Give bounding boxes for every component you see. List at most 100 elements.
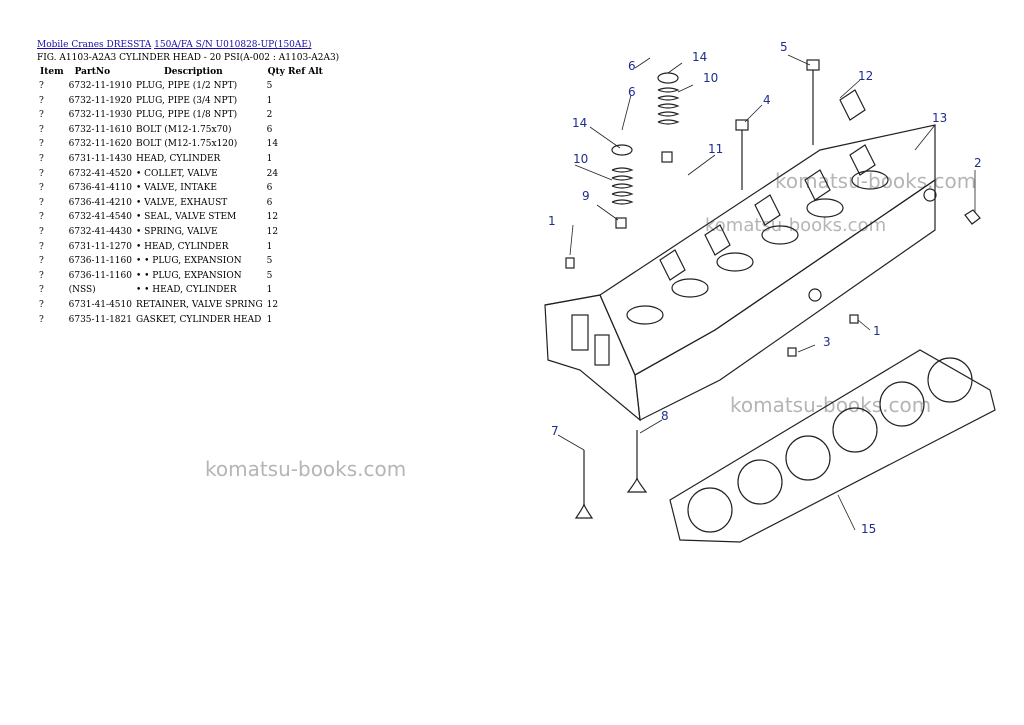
valve-spring-group	[611, 72, 680, 229]
cell-description: PLUG, PIPE (3/4 NPT)	[135, 95, 238, 106]
watermark: komatsu-books.com	[730, 393, 932, 417]
cylinder-head-diagram: 1 1 2 3 4 5 6 6 7 8 9 10 10 11 12 13 14 …	[544, 40, 996, 543]
cell-partno: 6732-11-1920	[68, 95, 132, 106]
header-item: Item	[40, 67, 64, 77]
cell-qty: 14	[266, 139, 279, 150]
callout-label: 10	[703, 71, 718, 85]
cell-qty: 6	[266, 197, 273, 208]
cell-description: HEAD, CYLINDER	[135, 153, 221, 164]
cell-description: BOLT (M12-1.75x120)	[135, 139, 238, 150]
watermark: komatsu-books.com	[705, 215, 887, 236]
leader-lines	[557, 54, 976, 531]
callout-label: 3	[823, 335, 831, 349]
cell-item: ?	[39, 95, 44, 106]
cell-partno: 6731-11-1430	[68, 153, 132, 164]
cell-qty: 1	[266, 153, 273, 164]
cell-item: ?	[39, 299, 44, 310]
callout-label: 7	[551, 424, 559, 438]
figure-title: FIG. A1103-A2A3 CYLINDER HEAD - 20 PSI(A…	[37, 53, 340, 63]
cell-qty: 6	[266, 183, 273, 194]
cell-item: ?	[39, 110, 44, 121]
cell-description: • VALVE, INTAKE	[135, 183, 217, 194]
callout-label: 6	[628, 85, 636, 99]
cell-partno: 6732-41-4520	[68, 168, 132, 179]
bolts	[565, 59, 981, 357]
header-qty-ref-alt: Qty Ref Alt	[267, 67, 323, 77]
breadcrumb-link-serial[interactable]: 150A/FA S/N U010828-UP(150AE)	[154, 40, 312, 50]
cell-item: ?	[39, 124, 44, 135]
head-gasket	[669, 349, 996, 543]
header-partno: PartNo	[74, 67, 111, 77]
cell-description: • • PLUG, EXPANSION	[135, 256, 242, 267]
cell-item: ?	[39, 241, 44, 252]
callout-label: 4	[763, 93, 771, 107]
callout-label: 14	[572, 116, 587, 130]
cell-qty: 5	[266, 270, 273, 281]
cell-item: ?	[39, 212, 44, 223]
callout-label: 10	[573, 152, 588, 166]
cell-description: • COLLET, VALVE	[135, 168, 218, 179]
cell-qty: 12	[266, 226, 279, 237]
cell-description: PLUG, PIPE (1/8 NPT)	[135, 110, 238, 121]
cell-partno: 6732-41-4430	[68, 226, 132, 237]
cell-qty: 5	[266, 256, 273, 267]
cell-partno: 6731-11-1270	[68, 241, 132, 252]
cell-item: ?	[39, 183, 44, 194]
cell-partno: 6735-11-1821	[68, 314, 132, 325]
cell-item: ?	[39, 81, 44, 91]
cell-description: • SPRING, VALVE	[135, 226, 218, 237]
callout-label: 8	[661, 409, 669, 423]
cell-item: ?	[39, 314, 44, 325]
table-row: ? 6736-11-1160• • PLUG, EXPANSION 5	[37, 256, 326, 271]
cell-description: BOLT (M12-1.75x70)	[135, 124, 232, 135]
callout-label: 1	[873, 324, 881, 338]
cell-qty: 12	[266, 299, 279, 310]
cell-description: • HEAD, CYLINDER	[135, 241, 229, 252]
callout-label: 2	[974, 156, 982, 170]
cell-qty: 2	[266, 110, 273, 121]
cell-qty: 5	[266, 81, 273, 91]
cell-description: GASKET, CYLINDER HEAD	[135, 314, 262, 325]
cell-item: ?	[39, 168, 44, 179]
cell-qty: 24	[266, 168, 279, 179]
cell-partno: 6732-11-1930	[68, 110, 132, 121]
cell-partno: 6732-11-1610	[68, 124, 132, 135]
table-header-row: Item PartNo Description Qty Ref Alt	[37, 66, 326, 81]
callout-label: 15	[861, 522, 876, 536]
callout-label: 12	[858, 69, 873, 83]
cell-partno: 6732-11-1910	[68, 81, 132, 91]
cell-description: • • HEAD, CYLINDER	[135, 285, 237, 296]
cylinder-head-body	[544, 89, 937, 422]
cell-partno: 6736-11-1160	[68, 270, 132, 281]
callout-label: 9	[582, 189, 590, 203]
header-description: Description	[163, 67, 223, 77]
callout-label: 11	[708, 142, 723, 156]
cell-item: ?	[39, 197, 44, 208]
cell-description: RETAINER, VALVE SPRING	[135, 299, 263, 310]
watermark: komatsu-books.com	[205, 457, 407, 481]
breadcrumb-link-model[interactable]: Mobile Cranes DRESSTA	[37, 40, 152, 50]
cell-qty: 1	[266, 314, 273, 325]
cell-description: PLUG, PIPE (1/2 NPT)	[135, 81, 238, 91]
parts-table: Item PartNo Description Qty Ref Alt ?673…	[37, 66, 326, 329]
cell-partno: 6736-11-1160	[68, 256, 132, 267]
table-row: ? 6732-41-4520• COLLET, VALVE 24	[37, 169, 326, 184]
cell-item: ?	[39, 270, 44, 281]
cell-item: ?	[39, 139, 44, 150]
cell-partno: 6736-41-4210	[68, 197, 132, 208]
cell-item: ?	[39, 256, 44, 267]
callout-label: 14	[692, 50, 707, 64]
callout-label: 1	[548, 214, 556, 228]
callout-label: 6	[628, 59, 636, 73]
valves	[574, 430, 648, 519]
cell-partno: 6732-11-1620	[68, 139, 132, 150]
